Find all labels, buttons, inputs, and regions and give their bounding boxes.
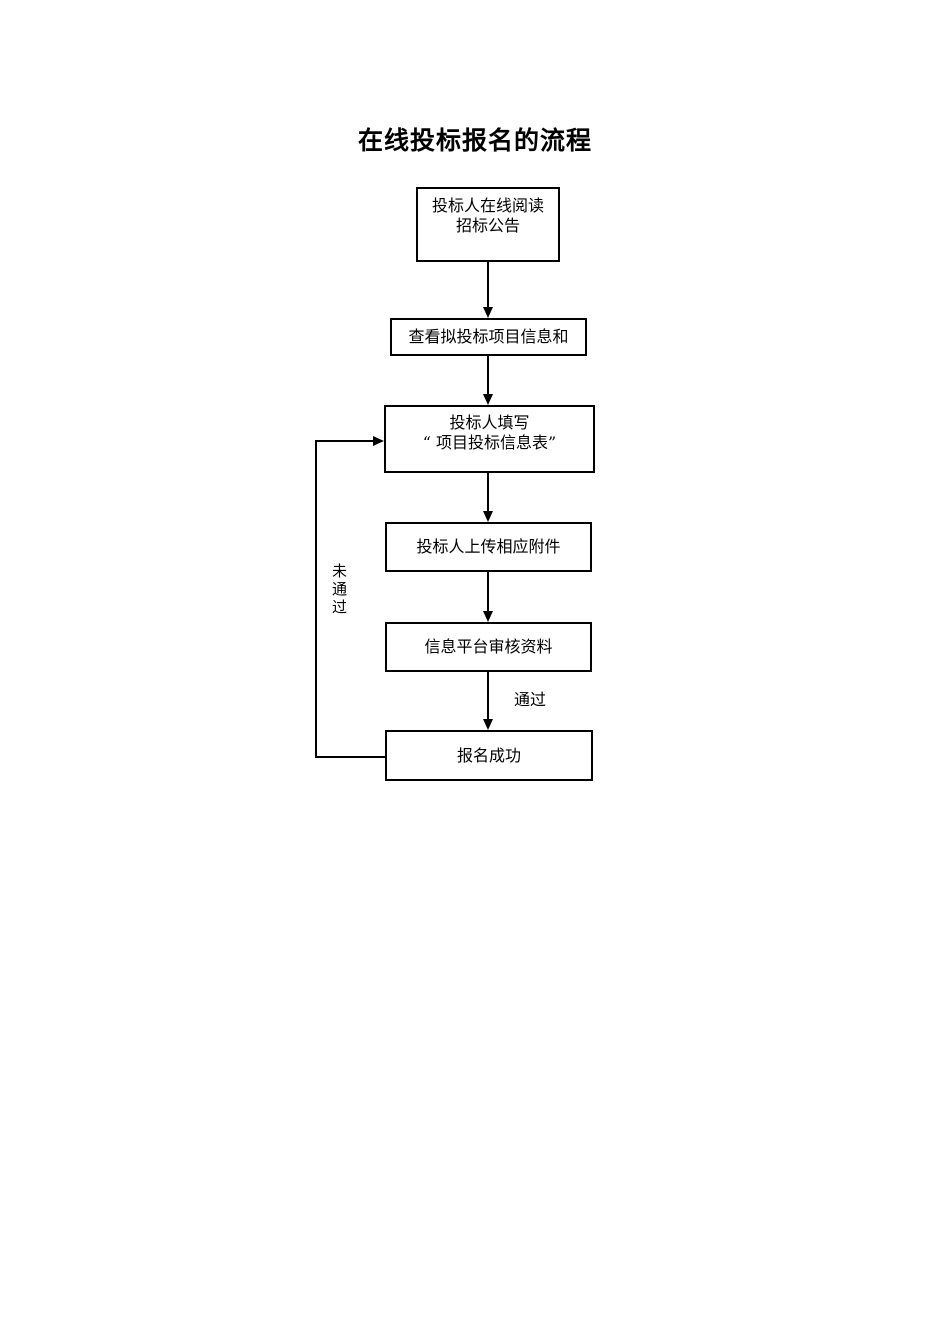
flow-node-fill-bid-form: 投标人填写 “ 项目投标信息表” xyxy=(384,405,595,473)
connector-line-5 xyxy=(487,672,489,719)
arrow-down-icon xyxy=(483,307,493,318)
flow-node-upload-attachments: 投标人上传相应附件 xyxy=(385,522,592,572)
edge-label-fail: 未通过 xyxy=(330,562,349,616)
arrow-down-icon xyxy=(483,611,493,622)
flow-node-label: 投标人填写 “ 项目投标信息表” xyxy=(422,413,557,452)
loop-line-bottom xyxy=(315,756,385,758)
arrow-right-icon xyxy=(373,436,384,446)
arrow-down-icon xyxy=(483,719,493,730)
flow-node-label: 信息平台审核资料 xyxy=(424,637,553,656)
loop-line-top xyxy=(315,440,374,442)
flow-node-label: 报名成功 xyxy=(456,745,521,765)
flowchart-title: 在线投标报名的流程 xyxy=(357,126,592,155)
connector-line-3 xyxy=(487,473,489,511)
flow-node-read-announcement: 投标人在线阅读 招标公告 xyxy=(416,187,560,262)
loop-line-vertical xyxy=(315,440,317,758)
flow-node-view-project-info: 查看拟投标项目信息和 xyxy=(390,318,587,356)
flow-node-label: 投标人在线阅读 招标公告 xyxy=(431,196,544,235)
flow-node-label: 投标人上传相应附件 xyxy=(416,537,561,556)
connector-line-2 xyxy=(487,356,489,394)
connector-line-1 xyxy=(487,262,489,307)
flow-node-platform-review: 信息平台审核资料 xyxy=(385,622,592,672)
flow-node-registration-success: 报名成功 xyxy=(385,730,593,781)
connector-line-4 xyxy=(487,572,489,611)
edge-label-pass: 通过 xyxy=(514,686,547,710)
arrow-down-icon xyxy=(483,394,493,405)
flow-node-label: 查看拟投标项目信息和 xyxy=(408,327,569,346)
arrow-down-icon xyxy=(483,511,493,522)
